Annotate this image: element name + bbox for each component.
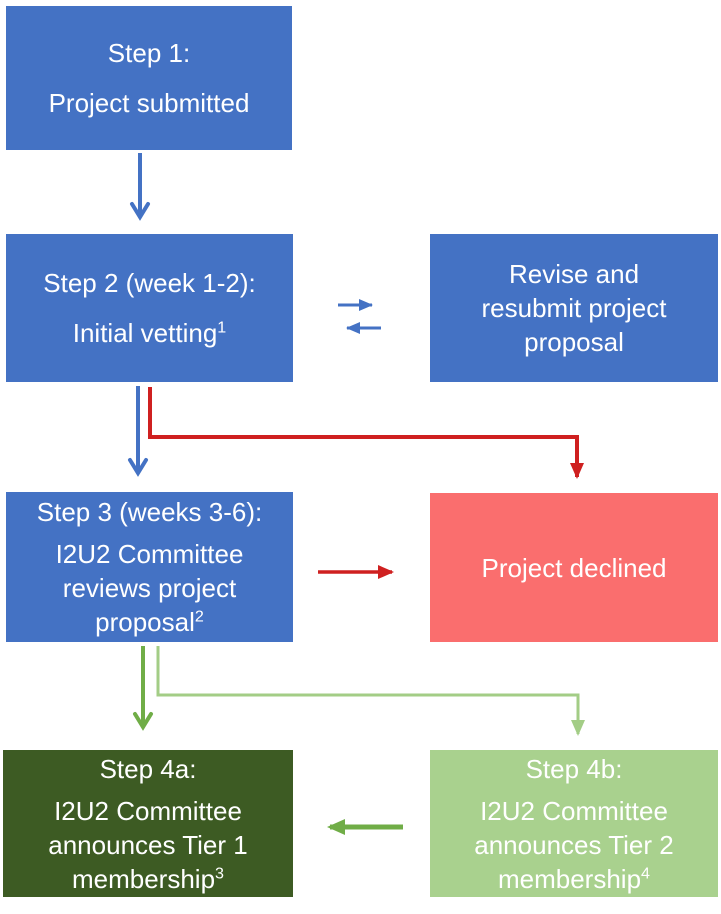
step4b-box: Step 4b: I2U2 Committee announces Tier 2… xyxy=(430,750,718,897)
step2-heading: Step 2 (week 1-2): xyxy=(43,268,256,298)
step4a-body-line2: announces Tier 1 xyxy=(48,829,248,860)
step4b-superscript: 4 xyxy=(641,863,651,882)
step3-body-line3: proposal2 xyxy=(95,605,204,639)
step4b-body-line3: membership4 xyxy=(498,862,650,896)
step4b-heading: Step 4b: xyxy=(525,753,623,784)
arrow-step2-to-declined xyxy=(148,387,584,479)
revise-line2: resubmit project xyxy=(481,293,667,323)
step3-box: Step 3 (weeks 3-6): I2U2 Committee revie… xyxy=(6,492,293,642)
step2-superscript: 1 xyxy=(217,318,227,337)
step4a-body-line3: membership3 xyxy=(72,862,224,896)
step3-body-line1: I2U2 Committee xyxy=(55,539,244,569)
step3-body-line2: reviews project xyxy=(62,573,237,603)
step2-body: Initial vetting1 xyxy=(73,316,227,350)
arrow-step3-to-step4b xyxy=(156,646,585,736)
step1-heading: Step 1: xyxy=(107,38,191,68)
step4a-box: Step 4a: I2U2 Committee announces Tier 1… xyxy=(3,750,293,897)
step3-heading: Step 3 (weeks 3-6): xyxy=(36,497,263,527)
step3-superscript: 2 xyxy=(194,607,204,626)
step2-body-text: Initial vetting xyxy=(72,318,218,348)
revise-line3: proposal xyxy=(524,327,624,357)
project-declined-label: Project declined xyxy=(481,552,667,583)
project-declined-box: Project declined xyxy=(430,493,718,642)
step3-body-line3-text: proposal xyxy=(95,607,195,637)
step4a-body-line3-text: membership xyxy=(71,863,216,894)
step2-box: Step 2 (week 1-2): Initial vetting1 xyxy=(6,234,293,382)
step4a-heading: Step 4a: xyxy=(99,753,197,784)
revise-line1: Revise and xyxy=(508,259,640,289)
revise-resubmit-box: Revise and resubmit project proposal xyxy=(430,234,718,382)
step4a-superscript: 3 xyxy=(215,863,225,882)
step1-box: Step 1: Project submitted xyxy=(6,6,292,150)
step4a-body-line1: I2U2 Committee xyxy=(54,795,242,826)
step4b-body-line3-text: membership xyxy=(497,863,642,894)
step1-body: Project submitted xyxy=(48,88,250,118)
step4b-body-line2: announces Tier 2 xyxy=(474,829,674,860)
step4b-body-line1: I2U2 Committee xyxy=(480,795,668,826)
